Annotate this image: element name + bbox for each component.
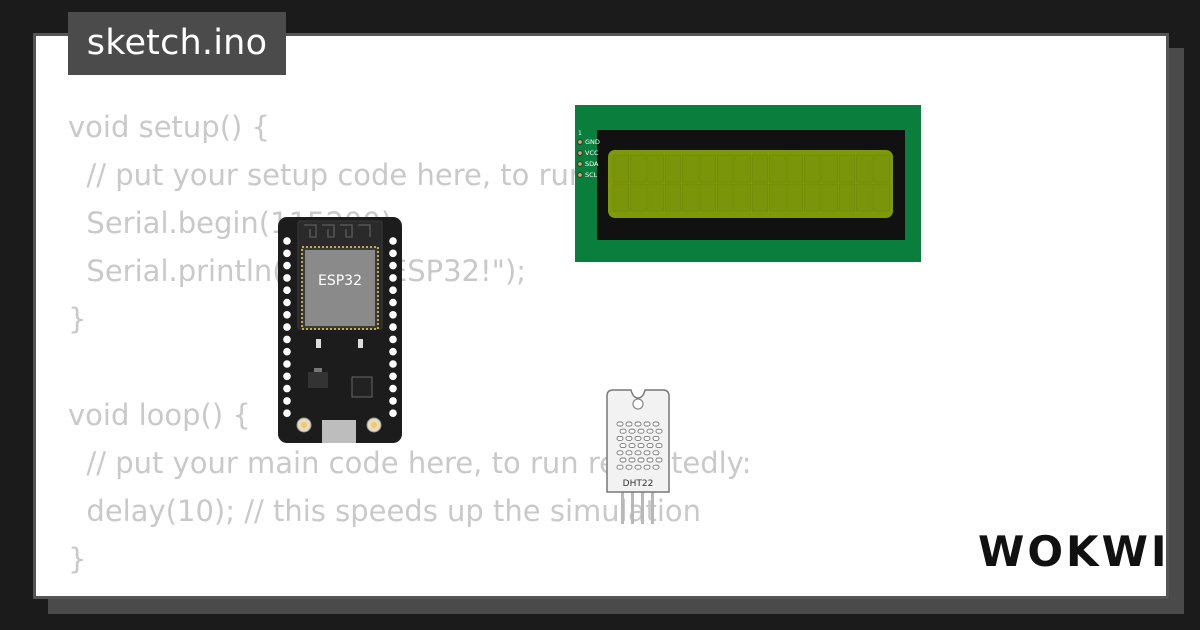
- dht22-pin: [641, 488, 644, 524]
- file-tab-sketch[interactable]: sketch.ino: [68, 12, 286, 75]
- antenna-trace-icon: [304, 224, 371, 238]
- esp32-pin-holes: [283, 237, 397, 417]
- usb-uart-chip: [351, 376, 373, 398]
- lcd-pin-label: SCL: [585, 171, 598, 179]
- lcd-pin-label: GND: [585, 138, 600, 146]
- dht22-pin: [651, 488, 654, 524]
- dht22-pin: [621, 488, 624, 524]
- esp32-chip-label: ESP32: [318, 273, 362, 289]
- code-line: }: [68, 302, 87, 336]
- dht22-grille: [616, 421, 663, 470]
- micro-usb-port[interactable]: [322, 420, 356, 443]
- lcd1602-component[interactable]: 1 GND VCC SDA SCL: [575, 105, 921, 262]
- esp32-devkit-component[interactable]: ESP32: [278, 217, 402, 443]
- dht22-pin: [631, 488, 634, 524]
- code-line: }: [68, 542, 87, 576]
- lcd-pin-label: SDA: [585, 160, 599, 168]
- lcd-character-grid: [612, 154, 890, 212]
- voltage-regulator: [308, 372, 328, 388]
- code-line: void setup() {: [68, 110, 270, 144]
- code-line: delay(10); // this speeds up the simulat…: [68, 494, 702, 528]
- dht22-sensor-component[interactable]: DHT22: [605, 388, 671, 524]
- lcd-pin-label: VCC: [585, 149, 599, 157]
- dht22-label: DHT22: [623, 479, 654, 489]
- lcd-pin-header: GND VCC SDA SCL: [577, 138, 600, 179]
- mount-hole: [632, 398, 644, 410]
- code-line: [68, 343, 752, 391]
- wokwi-logo: WOKWI: [978, 527, 1170, 576]
- lcd-pin-marker: 1: [578, 130, 582, 137]
- code-line: void loop() {: [68, 398, 251, 432]
